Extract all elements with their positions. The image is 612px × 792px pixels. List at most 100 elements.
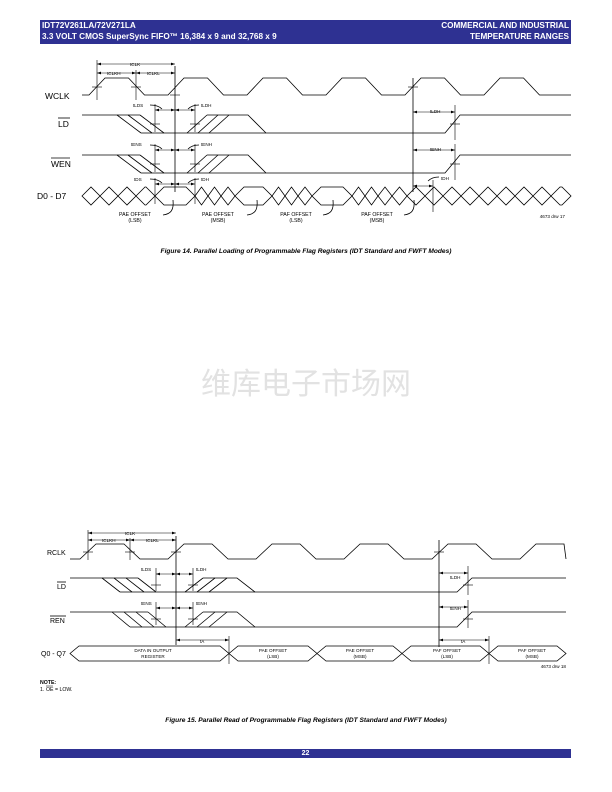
data-bus-waveform [351, 186, 366, 206]
signal-label-rclk: RCLK [47, 550, 66, 557]
ld-waveform [120, 577, 566, 593]
wen-waveform [197, 154, 219, 174]
data-bus-waveform [514, 186, 534, 206]
timing-tens: tENS [131, 142, 142, 147]
signal-label-wclk: WCLK [45, 91, 70, 101]
signal-label-data: D0 - D7 [37, 191, 67, 201]
data-label-pae-lsb-sub: (LSB) [128, 218, 142, 224]
data-bus-waveform [364, 186, 379, 206]
ren-waveform [147, 611, 167, 628]
figure-caption: Figure 15. Parallel Read of Programmable… [165, 717, 446, 724]
ren-waveform [135, 611, 155, 628]
note-number: 1. [40, 687, 44, 693]
timing-tenh-2: tENH [450, 606, 461, 611]
header-left: IDT72V261LA/72V271LA 3.3 VOLT CMOS Super… [42, 21, 277, 42]
drawing-id: 4673 drw 18 [541, 664, 567, 669]
ld-waveform [137, 577, 157, 593]
page-header: IDT72V261LA/72V271LA 3.3 VOLT CMOS Super… [40, 20, 571, 44]
page-number: 22 [301, 750, 310, 757]
timing-ta-2: tA [461, 639, 466, 644]
ren-waveform [111, 611, 131, 628]
signal-label-data: Q0 - Q7 [41, 651, 66, 658]
ren-waveform [196, 611, 216, 628]
figure-15: RCLK LD REN Q0 - Q7 tCLK tCLKH tCLKL tLD… [40, 530, 567, 724]
setup-pointer [149, 104, 163, 110]
timing-tldh: tLDH [196, 567, 206, 572]
data-bus-waveform [117, 186, 137, 206]
ld-waveform [127, 114, 153, 134]
rclk-waveform [70, 543, 567, 560]
data-bus-waveform [442, 186, 462, 206]
signal-label-ld: LD [57, 584, 66, 591]
label-pointer [246, 199, 258, 216]
data-bus-waveform [478, 186, 498, 206]
data-bus-waveform [532, 186, 552, 206]
data-label-paf-lsb-sub: (LSB) [441, 654, 453, 659]
data-bus-waveform [81, 186, 101, 206]
ld-waveform [208, 577, 228, 593]
data-bus-waveform [311, 186, 353, 206]
timing-tclkh: tCLKH [107, 71, 121, 76]
timing-tldh-2: tLDH [450, 575, 460, 580]
data-label-pae-msb-sub: (MSB) [211, 218, 226, 224]
setup-pointer [149, 144, 163, 150]
timing-tdh-2: tDH [441, 176, 449, 181]
note-text: = LOW. [55, 687, 72, 693]
hold-pointer [187, 178, 200, 184]
timing-tens: tENS [141, 601, 152, 606]
label-pointer [322, 199, 334, 216]
note-title: NOTE: [40, 680, 56, 686]
timing-tds: tDS [134, 177, 142, 182]
label-pointer [403, 199, 415, 216]
wen-waveform [116, 154, 142, 174]
timing-tclk: tCLK [125, 531, 136, 536]
timing-tenh-2: tENH [430, 147, 441, 152]
timing-tenh: tENH [201, 142, 212, 147]
note-signal: OE [46, 687, 54, 693]
timing-tclkl: tCLKL [147, 71, 160, 76]
range-line-2: TEMPERATURE RANGES [469, 31, 569, 41]
label-pointer [162, 199, 174, 216]
data-label-paf-msb-sub: (MSB) [370, 218, 385, 224]
timing-tclkh: tCLKH [102, 538, 116, 543]
data-bus-waveform [406, 186, 426, 206]
ld-waveform [113, 577, 133, 593]
tdh-pointer [427, 176, 440, 182]
watermark: 维库电子市场网 [201, 367, 411, 402]
ren-waveform [203, 611, 256, 628]
figure-14: WCLK LD WEN D0 - D7 tCLK tCLKH tCLKL tLD… [37, 60, 572, 255]
data-label-pae-lsb: PAE OFFSET [259, 648, 287, 653]
data-label-paf-msb: PAF OFFSET [518, 648, 546, 653]
ld-waveform [101, 577, 121, 593]
data-bus-waveform [99, 186, 119, 206]
ld-waveform [141, 114, 571, 134]
setup-pointer [149, 178, 163, 184]
ren-waveform [123, 611, 143, 628]
ld-waveform [116, 114, 142, 134]
data-bus-waveform [271, 186, 286, 206]
data-label-register-sub: REGISTER [141, 654, 165, 659]
data-label-pae-msb: PAE OFFSET [202, 212, 235, 218]
data-label-paf-lsb-sub: (LSB) [289, 218, 303, 224]
data-label-paf-msb-sub: (MSB) [525, 654, 538, 659]
data-label-paf-msb: PAF OFFSET [361, 212, 393, 218]
timing-tclk: tCLK [130, 62, 141, 67]
signal-label-wen: WEN [51, 159, 71, 169]
data-label-pae-msb: PAE OFFSET [346, 648, 374, 653]
data-label-paf-lsb: PAF OFFSET [280, 212, 312, 218]
data-label-pae-lsb-sub: (LSB) [267, 654, 279, 659]
ld-waveform [125, 577, 145, 593]
data-bus-waveform [220, 186, 236, 206]
hold-pointer [187, 104, 200, 110]
ld-waveform [196, 577, 216, 593]
ld-waveform [208, 114, 230, 134]
signal-label-ren: REN [50, 618, 65, 625]
range-line-1: COMMERCIAL AND INDUSTRIAL [441, 21, 569, 30]
data-bus-waveform [194, 186, 209, 206]
timing-tclkl: tCLKL [146, 538, 159, 543]
data-bus-waveform [234, 186, 273, 206]
data-bus-waveform [424, 186, 444, 206]
ren-waveform [130, 611, 566, 628]
timing-ta: tA [200, 639, 205, 644]
